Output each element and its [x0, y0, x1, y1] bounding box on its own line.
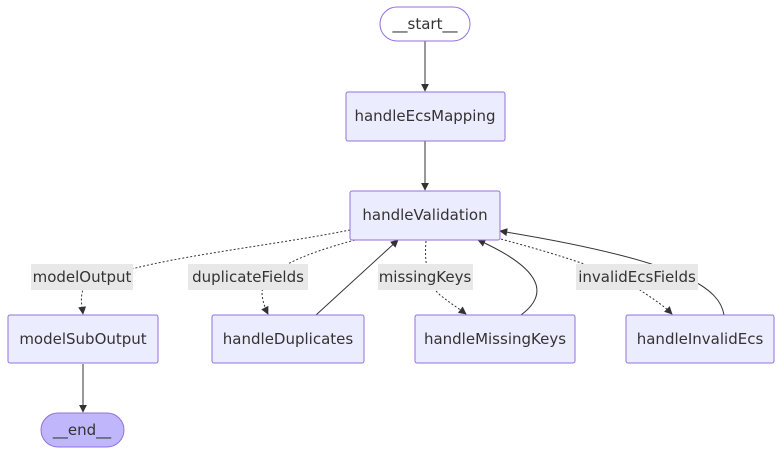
node-end[interactable]: __end__	[40, 412, 125, 448]
edge-label-missing-keys: missingKeys	[378, 264, 473, 290]
node-handle-invalid-ecs[interactable]: handleInvalidEcs	[625, 314, 775, 364]
edge-handle-duplicates-to-handle-validation	[315, 239, 399, 316]
node-handle-ecs-mapping-label: handleEcsMapping	[354, 107, 495, 125]
edge-handle-validation-to-handle-missing-keys	[425, 240, 467, 315]
node-model-sub-output-label: modelSubOutput	[19, 330, 146, 348]
node-start-label: __start__	[392, 15, 458, 34]
node-end-label: __end__	[52, 421, 112, 440]
edge-label-missing-keys-text: missingKeys	[379, 268, 472, 286]
edge-label-duplicate-fields-text: duplicateFields	[192, 268, 304, 286]
edge-label-duplicate-fields: duplicateFields	[188, 264, 308, 290]
node-model-sub-output[interactable]: modelSubOutput	[7, 314, 159, 364]
edge-label-invalid-ecs-fields-text: invalidEcsFields	[578, 268, 696, 286]
nodes: __start__ handleEcsMapping handleValidat…	[7, 6, 775, 448]
edge-handle-validation-to-handle-invalid-ecs	[496, 237, 673, 315]
node-handle-validation[interactable]: handleValidation	[349, 190, 501, 241]
node-handle-validation-label: handleValidation	[362, 206, 487, 224]
node-handle-missing-keys[interactable]: handleMissingKeys	[414, 314, 576, 364]
edge-handle-missing-keys-to-handle-validation	[477, 239, 538, 316]
edge-label-model-output-text: modelOutput	[33, 268, 132, 286]
edge-labels: modelOutput duplicateFields missingKeys …	[31, 264, 698, 290]
edge-label-invalid-ecs-fields: invalidEcsFields	[576, 264, 698, 290]
edge-label-model-output: modelOutput	[31, 264, 133, 290]
node-start[interactable]: __start__	[379, 6, 471, 42]
node-handle-duplicates[interactable]: handleDuplicates	[211, 314, 365, 364]
node-handle-missing-keys-label: handleMissingKeys	[424, 330, 566, 348]
node-handle-duplicates-label: handleDuplicates	[223, 330, 354, 348]
node-handle-ecs-mapping[interactable]: handleEcsMapping	[345, 91, 506, 142]
node-handle-invalid-ecs-label: handleInvalidEcs	[637, 330, 764, 348]
